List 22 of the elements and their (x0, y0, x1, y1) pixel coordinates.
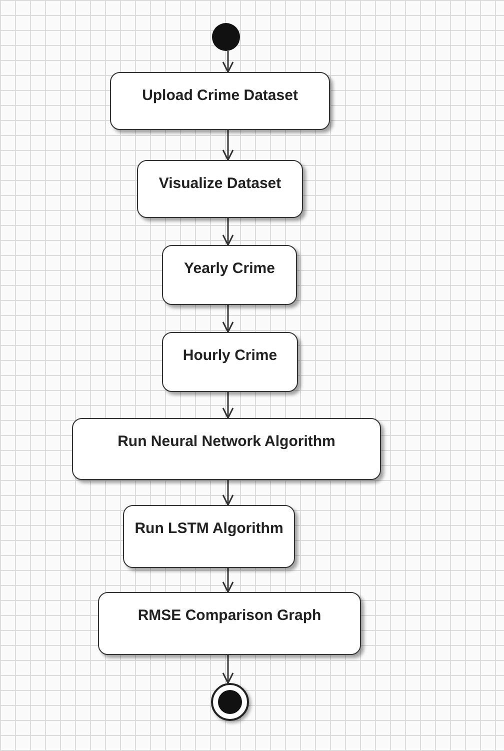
activity-label: Yearly Crime (184, 260, 275, 277)
activity-label: Run Neural Network Algorithm (118, 433, 336, 450)
arrow (222, 130, 234, 161)
arrow (222, 51, 234, 73)
activity-box (137, 160, 303, 218)
activity-label: Run LSTM Algorithm (134, 520, 284, 537)
activity-label: RMSE Comparison Graph (138, 607, 322, 624)
arrow (222, 305, 234, 333)
activity-box (72, 418, 381, 480)
activity-label: Visualize Dataset (158, 175, 282, 192)
activity-box (98, 592, 361, 655)
activity-box (123, 505, 295, 568)
arrow (222, 392, 234, 419)
arrow (222, 480, 234, 506)
arrow (222, 568, 234, 593)
activity-box (162, 332, 298, 392)
activity-box (110, 72, 330, 130)
arrow (222, 655, 234, 684)
activity-box (162, 245, 297, 305)
activity-label: Hourly Crime (182, 347, 278, 364)
activity-label: Upload Crime Dataset (142, 87, 298, 104)
arrow (222, 218, 234, 246)
